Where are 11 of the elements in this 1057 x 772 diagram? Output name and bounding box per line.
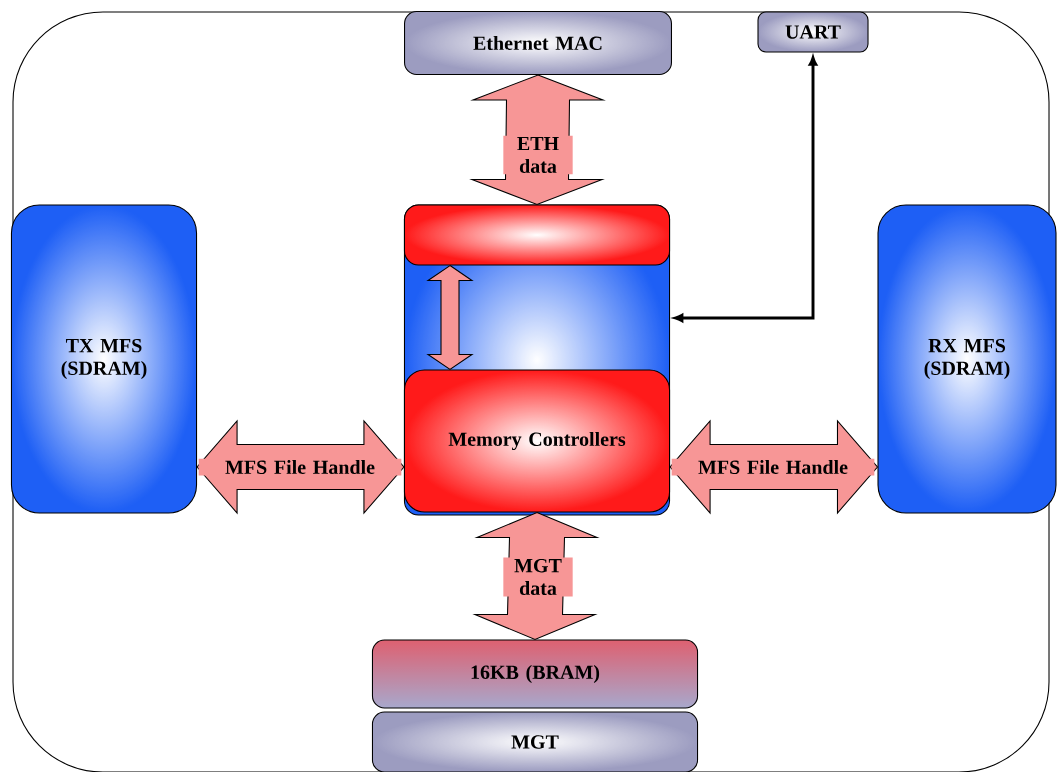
edge-label: ETH data xyxy=(503,135,573,175)
block-box: Ethernet MAC xyxy=(404,11,672,75)
block-box: Memory Controllers xyxy=(403,369,671,513)
block-box: 16KB (BRAM) xyxy=(371,639,699,709)
block-box: MGT xyxy=(371,711,699,772)
arrow xyxy=(673,56,818,323)
edge-label: MGT data xyxy=(503,557,573,597)
block-box: UART xyxy=(757,11,869,53)
block-box xyxy=(403,204,671,266)
block-box: TX MFS (SDRAM) xyxy=(10,204,198,514)
block-box: RX MFS (SDRAM) xyxy=(877,204,1057,514)
